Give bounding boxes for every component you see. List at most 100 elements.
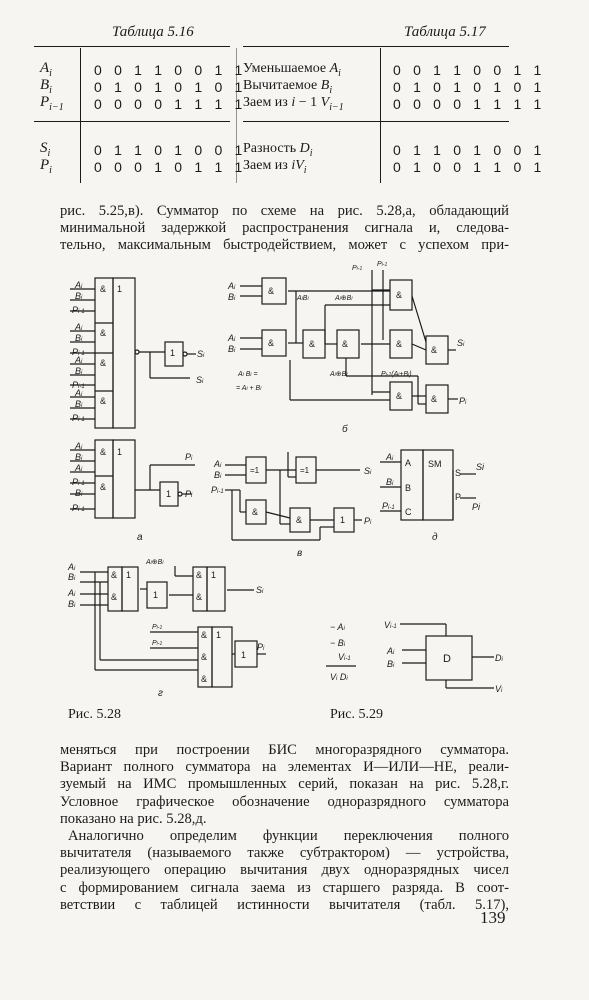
paragraph-3-line: с формированием сигнала заема из старшег…	[60, 879, 509, 896]
svg-text:Si: Si	[457, 338, 465, 348]
svg-text:AiBi: AiBi	[296, 295, 309, 302]
svg-text:− Ai: − Ai	[330, 622, 345, 632]
diagram-v	[225, 452, 362, 541]
t17-label-borrow-in: Заем из i − 1 Vi−1	[243, 95, 344, 113]
svg-text:Pi-1: Pi-1	[152, 624, 162, 631]
svg-text:&: &	[100, 328, 106, 338]
diagram-a-top	[70, 277, 196, 429]
t16-bits-pi: 0 0 0 1 0 1 1 1	[94, 159, 247, 175]
svg-text:1: 1	[241, 650, 246, 660]
subtractor-block-label: D	[443, 653, 451, 665]
svg-text:1: 1	[216, 630, 221, 640]
svg-text:Bi: Bi	[68, 599, 76, 609]
svg-text:&: &	[396, 339, 402, 349]
svg-text:Bi: Bi	[75, 366, 83, 376]
table-5-16-top-rule	[34, 46, 230, 48]
t16-bits-bi: 0 1 0 1 0 1 0 1	[94, 79, 247, 95]
svg-text:C: C	[405, 507, 412, 517]
paragraph-2-line: меняться при построении БИС многоразрядн…	[60, 742, 509, 758]
svg-text:Si: Si	[364, 466, 372, 476]
diagram-a-bottom	[70, 439, 195, 519]
paragraph-2-line: показано на рис. 5.28,д.	[60, 810, 207, 827]
svg-text:&: &	[201, 630, 207, 640]
table-5-16-caption: Таблица 5.16	[112, 24, 194, 40]
svg-text:Bi: Bi	[75, 488, 83, 498]
paragraph-2-line: Условное графическое обозначение однораз…	[60, 793, 509, 810]
svg-text:Ai: Ai	[74, 463, 83, 473]
svg-text:1: 1	[166, 489, 171, 499]
t16-label-si: Si	[40, 140, 51, 159]
paragraph-3-line: вычитателя (называемого также субтрактор…	[60, 845, 509, 862]
svg-text:&: &	[396, 391, 402, 401]
paragraph-1: рис. 5.25,в). Сумматор по схеме на рис. …	[60, 203, 509, 255]
paragraph-1-line: тельно, максимальным быстродействием, мо…	[60, 237, 509, 254]
diagram-b	[240, 270, 458, 414]
t17-label-minuend: Уменьшаемое Ai	[243, 61, 341, 79]
t17-label-difference: Разность Di	[243, 141, 313, 159]
svg-text:Bi: Bi	[75, 452, 83, 462]
svg-text:Pi: Pi	[257, 642, 265, 652]
paragraph-1-line: минимальной задержкой распространения си…	[60, 220, 509, 237]
svg-text:Ai: Ai	[74, 322, 83, 332]
figure-5-29-caption: Рис. 5.29	[330, 707, 383, 722]
svg-text:1: 1	[170, 348, 175, 358]
svg-text:Ai Bi =: Ai Bi =	[237, 371, 258, 378]
svg-text:&: &	[201, 652, 207, 662]
diagram-a-label: а	[137, 532, 143, 543]
svg-text:1: 1	[340, 515, 345, 525]
figure-5-28-caption: Рис. 5.28	[68, 707, 121, 722]
table-5-16-vrule	[80, 48, 82, 183]
svg-text:Ai⊕Bi: Ai⊕Bi	[329, 371, 348, 378]
svg-text:&: &	[431, 394, 437, 404]
table-5-16-mid-rule	[34, 121, 230, 123]
svg-text:&: &	[111, 570, 117, 580]
svg-text:Pi-1: Pi-1	[72, 503, 85, 513]
svg-text:P: P	[455, 492, 461, 502]
t16-bits-si: 0 1 1 0 1 0 0 1	[94, 142, 247, 158]
svg-text:Pi-1: Pi-1	[352, 265, 362, 272]
svg-text:Ai: Ai	[213, 459, 222, 469]
paragraph-3: Аналогично определим функции переключени…	[60, 828, 509, 914]
svg-text:Bi: Bi	[75, 399, 83, 409]
svg-text:&: &	[100, 447, 106, 457]
svg-text:Bi: Bi	[75, 291, 83, 301]
svg-text:Ai: Ai	[386, 646, 395, 656]
paragraph-2: меняться при построении БИС многоразрядн…	[60, 742, 509, 828]
t16-label-ai: Ai	[40, 60, 52, 79]
svg-text:Pi-1: Pi-1	[211, 485, 224, 495]
t16-bits-pi1: 0 0 0 0 1 1 1 1	[94, 96, 247, 112]
t16-bits-ai: 0 0 1 1 0 0 1 1	[94, 62, 247, 78]
svg-text:Vi Di: Vi Di	[330, 672, 348, 682]
paragraph-1-line: рис. 5.25,в). Сумматор по схеме на рис. …	[60, 203, 509, 219]
svg-text:Pi-1: Pi-1	[72, 347, 85, 357]
svg-text:&: &	[268, 286, 274, 296]
svg-text:Vi-1: Vi-1	[338, 652, 351, 662]
svg-text:&: &	[100, 482, 106, 492]
svg-text:Ai⊕Bi: Ai⊕Bi	[145, 559, 164, 566]
diagram-d	[380, 449, 476, 521]
svg-text:&: &	[111, 592, 117, 602]
svg-text:Ai: Ai	[74, 441, 83, 451]
svg-text:1: 1	[211, 570, 216, 580]
svg-text:Si: Si	[256, 585, 264, 595]
svg-text:Pi-1: Pi-1	[382, 501, 395, 511]
t17-bits-di: 0 1 1 0 1 0 0 1	[393, 142, 546, 158]
paragraph-3-line: ветствии с таблицей истинности вычитател…	[60, 896, 509, 913]
table-5-17-vrule	[380, 48, 382, 183]
diagram-b-label: б	[342, 423, 348, 435]
diagram-g-label: г	[158, 688, 163, 699]
t16-label-pi: Pi	[40, 157, 52, 176]
table-5-17-caption: Таблица 5.17	[404, 24, 486, 40]
svg-text:Pi: Pi	[364, 516, 372, 526]
paragraph-2-line: Вариант полного сумматора на элементах И…	[60, 759, 509, 776]
svg-text:Bi: Bi	[228, 344, 236, 354]
svg-text:1: 1	[117, 284, 122, 294]
svg-text:=1: =1	[250, 466, 260, 475]
svg-text:&: &	[309, 339, 315, 349]
svg-text:Pi-1(Ai+Bi): Pi-1(Ai+Bi)	[381, 371, 412, 378]
svg-text:Pi: Pi	[459, 396, 467, 406]
t17-bits-vi: 0 1 0 0 1 1 0 1	[393, 159, 546, 175]
svg-text:Vi: Vi	[495, 684, 503, 694]
diagram-5-29	[326, 623, 494, 689]
